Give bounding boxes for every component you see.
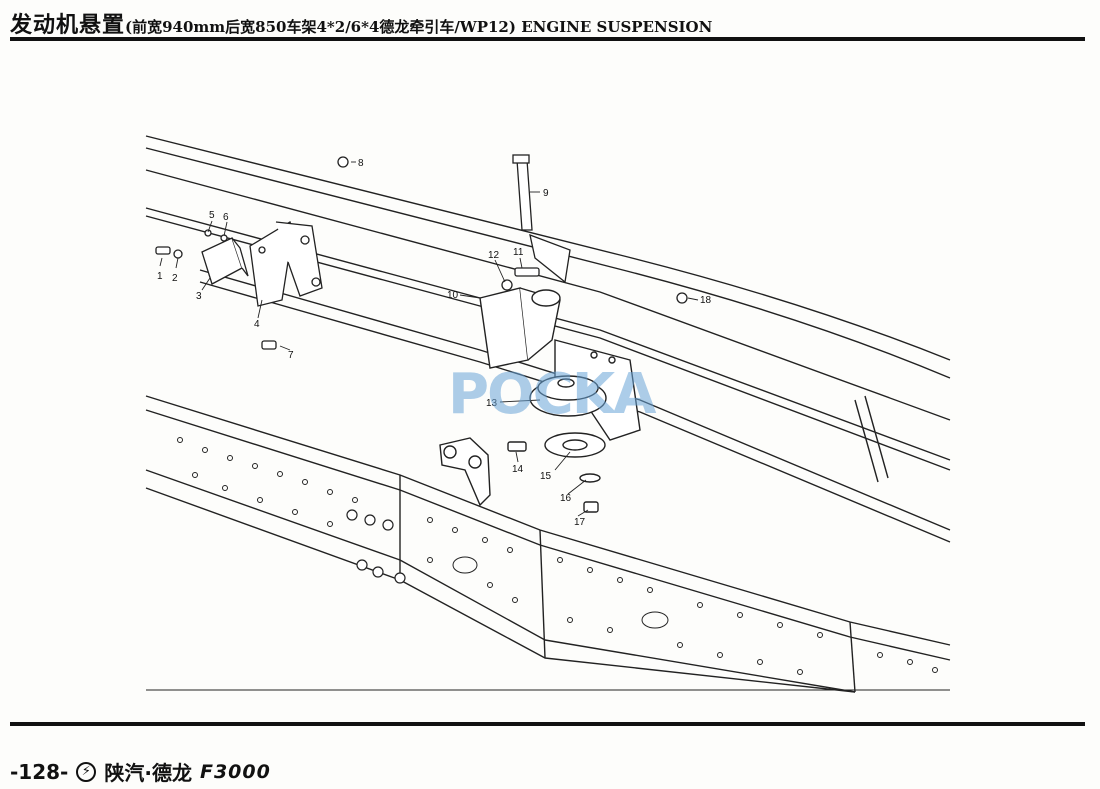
part-label-6: 6 (223, 212, 229, 223)
model-name: F3000 (199, 760, 271, 783)
watermark: POCKA (448, 362, 656, 427)
part-label-11: 11 (513, 247, 524, 258)
header-rule (10, 37, 1085, 41)
title-chinese: 发动机悬置 (10, 13, 126, 38)
frame-rails (145, 135, 951, 693)
footer-rule (10, 722, 1085, 726)
part-label-10: 10 (447, 290, 459, 301)
part-label-8: 8 (358, 158, 364, 169)
part-label-5: 5 (209, 210, 215, 221)
upper-hardware (337, 154, 688, 304)
part-label-4: 4 (254, 319, 260, 330)
part-label-12: 12 (488, 250, 500, 261)
title-detail: (前宽940mm后宽850车架4*2/6*4德龙牵引车/WP12) ENGINE… (125, 18, 713, 36)
part-label-14: 14 (512, 464, 524, 475)
part-label-7: 7 (288, 350, 294, 361)
part-label-16: 16 (560, 493, 572, 504)
part-label-3: 3 (196, 291, 202, 302)
part-label-9: 9 (543, 188, 549, 199)
page-number: -128- (10, 759, 69, 784)
part-label-13: 13 (486, 398, 498, 409)
page-title: 发动机悬置(前宽940mm后宽850车架4*2/6*4德龙牵引车/WP12) E… (10, 7, 712, 39)
part-label-1: 1 (157, 271, 163, 282)
part-number-labels: 1 2 3 4 5 6 7 8 9 10 11 12 13 14 15 16 1… (157, 158, 712, 528)
page-footer: -128- ⚡ 陕汽·德龙 F3000 (10, 757, 271, 786)
engine-mount-assembly (439, 287, 641, 513)
part-label-17: 17 (574, 517, 586, 528)
leader-lines (159, 161, 699, 517)
shacman-logo-icon: ⚡ (76, 761, 97, 782)
rivet-holes (177, 437, 938, 675)
part-label-2: 2 (172, 273, 178, 284)
brand-name: 陕汽·德龙 (104, 761, 192, 785)
frame-nuts (346, 509, 406, 584)
left-bracket-assembly (155, 221, 323, 350)
part-label-15: 15 (540, 471, 552, 482)
part-label-18: 18 (700, 295, 712, 306)
